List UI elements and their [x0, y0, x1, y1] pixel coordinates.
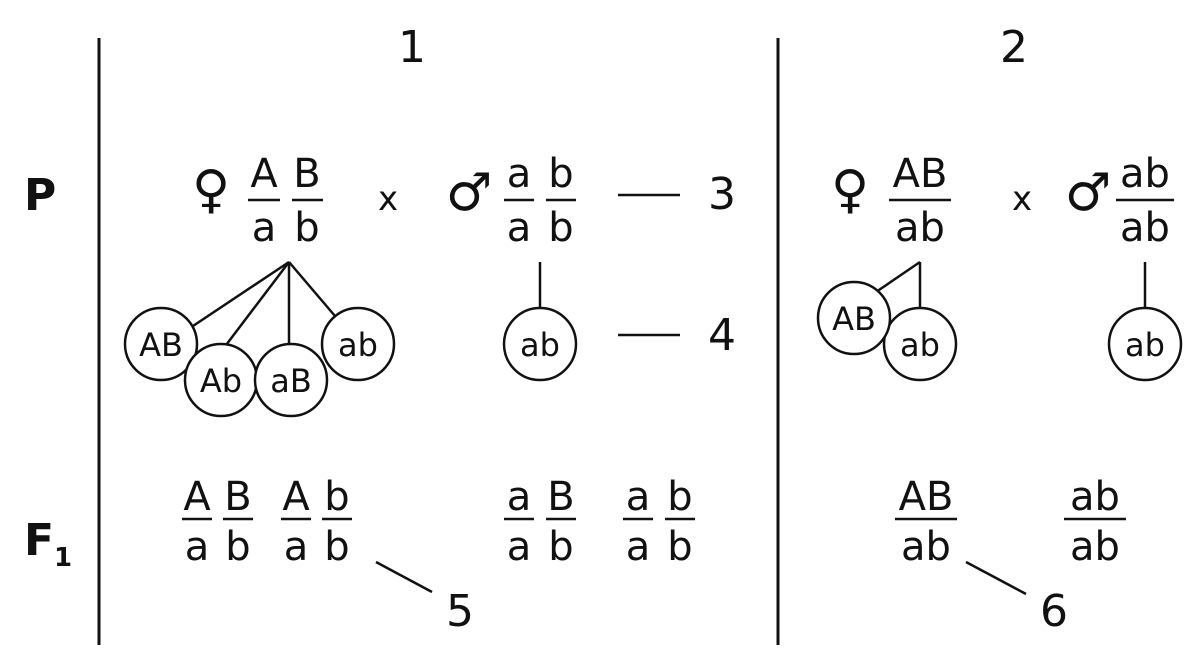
p1-f1-2-top-1: A — [282, 474, 310, 520]
p2-f1-1-top: AB — [899, 474, 954, 520]
p2-gamete-2: ab — [900, 326, 940, 364]
p2-f1-2-top: ab — [1070, 474, 1120, 520]
p1-male-top-2: b — [548, 151, 573, 197]
p1-gamete-2: Ab — [200, 362, 242, 400]
p1-female-top-1: A — [250, 151, 278, 197]
p2-branch-ab-upper — [875, 260, 921, 294]
p1-gamete-circle-3 — [253, 342, 329, 418]
p1-branch-ab-lower — [288, 261, 336, 317]
p1-f1-3-top-1: a — [507, 474, 532, 520]
p1-f1-2-bottom-1: a — [284, 524, 309, 570]
p1-gamete-3: aB — [270, 362, 312, 400]
p2-gamete-1: AB — [832, 300, 876, 338]
p1-female-bottom-1: a — [252, 205, 277, 251]
p1-f1-4-bottom-1: a — [626, 524, 651, 570]
male-symbol: ♂ — [446, 163, 493, 223]
female-symbol: ♀ — [192, 160, 230, 220]
p2-f1-2-bottom: ab — [1070, 524, 1120, 570]
p1-f1-2-bottom-2: b — [324, 524, 349, 570]
p1-gamete-circle-1 — [123, 306, 199, 382]
p2-male-bottom: ab — [1120, 205, 1170, 251]
p2-gamete-circle-1 — [816, 280, 892, 356]
p1-female-top-2: B — [293, 151, 320, 197]
p2-cross-symbol: x — [1012, 179, 1032, 219]
p1-male-gamete-circle — [502, 306, 578, 382]
row-label-f1-subscript: 1 — [54, 543, 72, 573]
p1-f1-genotype-1: A B a b — [182, 474, 253, 570]
p1-f1-3-bottom-1: a — [507, 524, 532, 570]
callout-6-leader — [965, 560, 1027, 596]
p2-f1-genotype-1: AB ab — [895, 474, 957, 570]
p1-f1-4-bottom-2: b — [667, 524, 692, 570]
p1-f1-genotype-4: a b a b — [623, 474, 695, 570]
p2-f1-genotype-2: ab ab — [1064, 474, 1126, 570]
p1-f1-3-top-2: B — [547, 474, 574, 520]
p1-male-top-1: a — [507, 151, 532, 197]
p2-female-top: AB — [893, 151, 948, 197]
p1-gamete-4: ab — [338, 326, 378, 364]
p1-f1-2-top-2: b — [324, 474, 349, 520]
row-label-f1: F — [24, 515, 54, 566]
p1-f1-1-top-2: B — [224, 474, 251, 520]
callout-3: 3 — [708, 169, 736, 220]
p1-f1-genotype-2: A b a b — [281, 474, 352, 570]
p2-male-gamete: ab — [1125, 326, 1165, 364]
p1-cross-symbol: x — [378, 179, 398, 219]
p1-f1-3-bottom-2: b — [548, 524, 573, 570]
column-label-1: 1 — [398, 22, 426, 73]
p1-branch-ab-upper — [183, 260, 290, 334]
callout-5-leader — [375, 560, 433, 594]
p1-f1-1-bottom-2: b — [225, 524, 250, 570]
p1-gamete-circle-4 — [320, 306, 396, 382]
p1-male-bottom-1: a — [507, 205, 532, 251]
male-symbol: ♂ — [1065, 163, 1112, 223]
callout-6: 6 — [1040, 586, 1068, 637]
p1-male-bottom-2: b — [548, 205, 573, 251]
p2-f1-1-bottom: ab — [901, 524, 951, 570]
p1-f1-4-top-2: b — [667, 474, 692, 520]
p1-f1-genotype-3: a B a b — [504, 474, 576, 570]
p1-branch-ab-mixed-1 — [219, 261, 290, 354]
p2-female-bottom: ab — [895, 205, 945, 251]
p1-gamete-1: AB — [139, 326, 183, 364]
p1-female-bottom-2: b — [294, 205, 319, 251]
p1-f1-4-top-1: a — [626, 474, 651, 520]
p2-gamete-circle-2 — [882, 306, 958, 382]
p2-male-top: ab — [1120, 151, 1170, 197]
p1-f1-1-bottom-1: a — [185, 524, 210, 570]
callout-4: 4 — [708, 310, 736, 361]
column-label-2: 2 — [1000, 22, 1028, 73]
row-label-p: P — [24, 170, 56, 221]
p1-f1-1-top-1: A — [183, 474, 211, 520]
callout-5: 5 — [446, 586, 474, 637]
p1-male-gamete: ab — [520, 326, 560, 364]
female-symbol: ♀ — [831, 160, 869, 220]
p2-male-gamete-circle — [1107, 306, 1183, 382]
